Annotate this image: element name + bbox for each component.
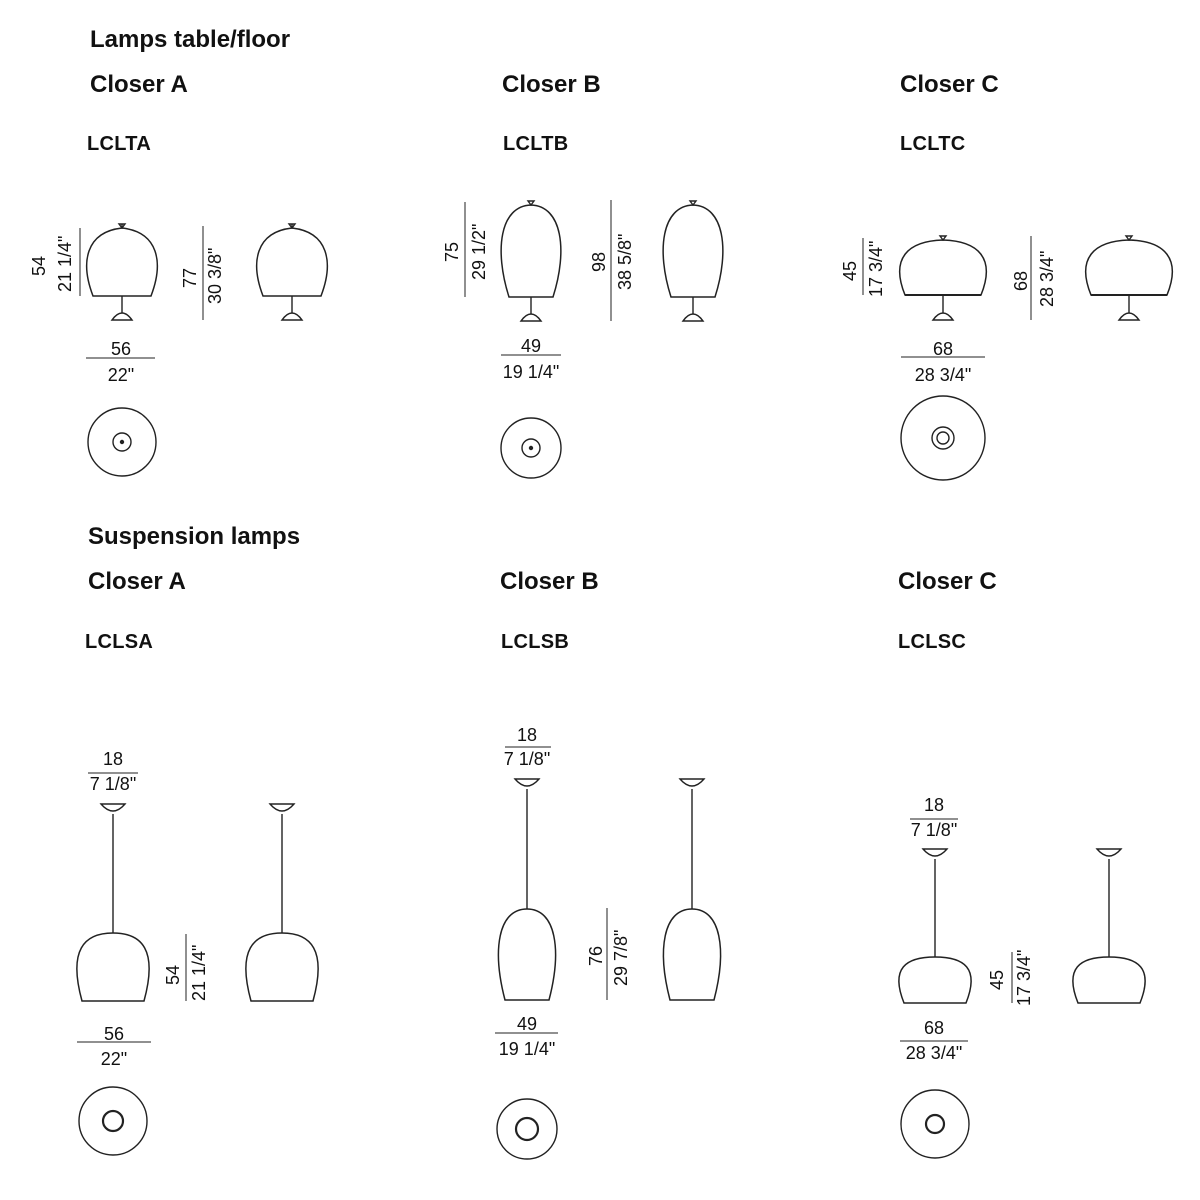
suspension-b-canopy-cm: 18 bbox=[516, 725, 538, 745]
table-lamp-a-top-view bbox=[87, 407, 157, 477]
product-code-table-b: LCLTB bbox=[503, 133, 569, 155]
table-lamp-a-side-view bbox=[256, 223, 328, 321]
product-code-table-c: LCLTC bbox=[900, 133, 966, 155]
table-b-total-height-in: 38 5/8" bbox=[615, 233, 635, 290]
table-lamp-a-front-view bbox=[86, 223, 158, 321]
product-name-suspension-b: Closer B bbox=[500, 568, 599, 595]
table-c-total-height-in: 28 3/4" bbox=[1037, 250, 1057, 307]
suspension-a-height-in: 21 1/4" bbox=[189, 944, 209, 1001]
table-lamp-b-top-view bbox=[500, 417, 562, 479]
product-code-suspension-c: LCLSC bbox=[898, 631, 967, 653]
section-title-table: Lamps table/floor bbox=[90, 26, 291, 53]
suspension-lamp-c-front-view bbox=[898, 848, 972, 1004]
product-name-table-b: Closer B bbox=[502, 71, 601, 98]
suspension-a-height-cm: 54 bbox=[163, 964, 183, 985]
product-name-suspension-c: Closer C bbox=[898, 568, 997, 595]
suspension-a-canopy-cm: 18 bbox=[102, 749, 124, 769]
product-name-suspension-a: Closer A bbox=[88, 568, 186, 595]
product-code-table-a: LCLTA bbox=[87, 133, 152, 155]
table-c-height-in: 17 3/4" bbox=[866, 240, 886, 297]
suspension-b-height-cm: 76 bbox=[586, 945, 606, 966]
table-c-width-in: 28 3/4" bbox=[914, 365, 972, 385]
suspension-lamp-b-side-view bbox=[662, 778, 722, 1001]
suspension-c-canopy-in: 7 1/8" bbox=[910, 820, 958, 840]
table-a-width-cm: 56 bbox=[110, 339, 132, 359]
product-code-suspension-b: LCLSB bbox=[501, 631, 570, 653]
table-a-total-height-cm: 77 bbox=[180, 267, 200, 288]
table-a-total-height-in: 30 3/8" bbox=[205, 247, 225, 304]
table-b-height-cm: 75 bbox=[442, 241, 462, 262]
product-name-table-c: Closer C bbox=[900, 71, 999, 98]
table-lamp-b-front-view bbox=[500, 200, 562, 322]
suspension-c-width-cm: 68 bbox=[923, 1018, 945, 1038]
suspension-c-width-in: 28 3/4" bbox=[905, 1043, 963, 1063]
table-b-height-in: 29 1/2" bbox=[469, 223, 489, 280]
table-lamp-c-top-view bbox=[900, 395, 986, 481]
suspension-c-height-cm: 45 bbox=[987, 969, 1007, 990]
suspension-lamp-a-top-view bbox=[78, 1086, 148, 1156]
suspension-lamp-a-side-view bbox=[245, 803, 319, 1002]
suspension-b-width-cm: 49 bbox=[516, 1014, 538, 1034]
suspension-lamp-c-side-view bbox=[1072, 848, 1146, 1004]
suspension-lamp-b-front-view bbox=[497, 778, 557, 1001]
table-c-total-height-cm: 68 bbox=[1011, 270, 1031, 291]
table-lamp-b-side-view bbox=[662, 200, 724, 322]
suspension-lamp-b-top-view bbox=[496, 1098, 558, 1160]
table-c-height-cm: 45 bbox=[840, 260, 860, 281]
suspension-lamp-a-front-view bbox=[76, 803, 150, 1002]
table-a-height-in: 21 1/4" bbox=[55, 235, 75, 292]
suspension-b-canopy-in: 7 1/8" bbox=[503, 749, 551, 769]
table-b-width-cm: 49 bbox=[520, 336, 542, 356]
suspension-b-height-in: 29 7/8" bbox=[611, 929, 631, 986]
suspension-a-width-cm: 56 bbox=[103, 1024, 125, 1044]
table-b-width-in: 19 1/4" bbox=[502, 362, 560, 382]
section-title-suspension: Suspension lamps bbox=[88, 523, 301, 550]
table-lamp-c-front-view bbox=[899, 235, 987, 321]
suspension-a-canopy-in: 7 1/8" bbox=[89, 774, 137, 794]
table-b-total-height-cm: 98 bbox=[589, 251, 609, 272]
suspension-a-width-in: 22" bbox=[100, 1049, 128, 1069]
product-name-table-a: Closer A bbox=[90, 71, 188, 98]
table-lamp-c-side-view bbox=[1085, 235, 1173, 321]
suspension-b-width-in: 19 1/4" bbox=[498, 1039, 556, 1059]
suspension-c-canopy-cm: 18 bbox=[923, 795, 945, 815]
table-a-width-in: 22" bbox=[107, 365, 135, 385]
table-c-width-cm: 68 bbox=[932, 339, 954, 359]
table-a-height-cm: 54 bbox=[29, 255, 49, 276]
product-code-suspension-a: LCLSA bbox=[85, 631, 154, 653]
suspension-lamp-c-top-view bbox=[900, 1089, 970, 1159]
suspension-c-height-in: 17 3/4" bbox=[1014, 949, 1034, 1006]
